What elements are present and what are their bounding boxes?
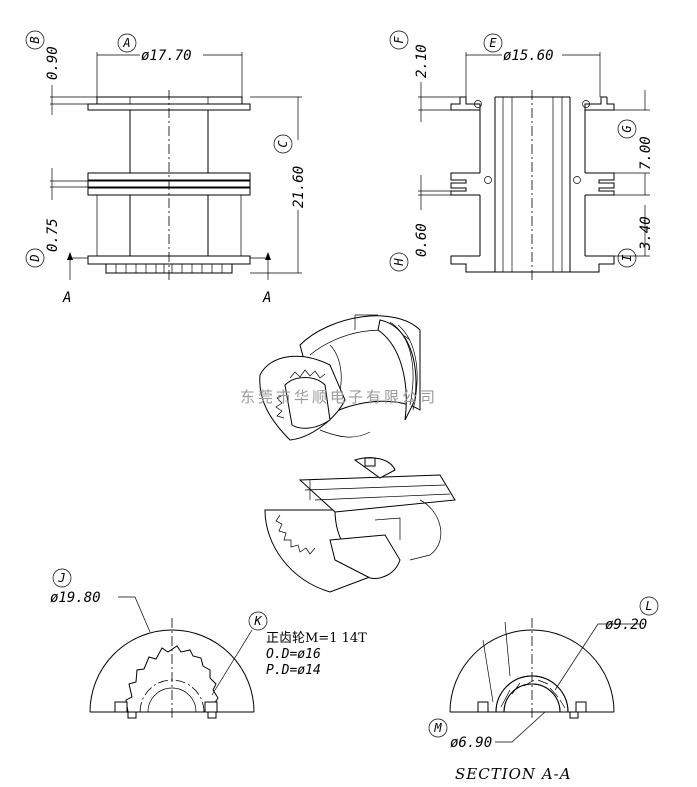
gear-dim-j: ø19.80 (50, 590, 101, 606)
gear-note-line2: O.D=ø16 (266, 647, 321, 662)
side-dim-e: ø15.60 (503, 48, 554, 64)
section-mark-left: A (62, 290, 71, 306)
section-mark-right: A (262, 290, 271, 306)
gear-label-k: K (253, 614, 262, 628)
side-dim-i: 3.40 (638, 216, 654, 251)
gear-note-line3: P.D=ø14 (266, 663, 321, 678)
isometric-upper-half (259, 314, 421, 441)
section-label-m: M (433, 721, 442, 735)
front-view: ø17.70 A 0.90 B 21.60 C 0.75 D A A (25, 30, 307, 306)
front-dim-b: 0.90 (45, 46, 61, 80)
section-dim-m: ø6.90 (450, 735, 492, 751)
front-label-d: D (28, 254, 42, 262)
side-label-e: E (489, 36, 497, 50)
front-dim-c: 21.60 (291, 166, 307, 208)
side-label-i: I (620, 254, 634, 261)
front-dim-d: 0.75 (45, 218, 61, 252)
section-title: SECTION A-A (455, 765, 572, 783)
section-label-l: L (645, 599, 652, 613)
side-view: ø15.60 E 2.10 F 7.00 G 0.60 H 3.40 I (389, 30, 654, 282)
side-dim-g: 7.00 (638, 136, 654, 170)
gear-note-line1: 正齿轮M=1 14T (266, 631, 367, 646)
section-a-a-view: L ø9.20 M ø6.90 SECTION A-A (428, 596, 659, 783)
side-label-h: H (392, 258, 406, 267)
front-dim-a: ø17.70 (141, 48, 192, 64)
section-dim-l: ø9.20 (605, 617, 647, 633)
isometric-lower-half (264, 457, 456, 593)
gear-label-j: J (57, 571, 65, 585)
gear-tooth-outline (125, 645, 219, 713)
front-label-b: B (28, 36, 42, 43)
front-label-c: C (276, 140, 290, 148)
side-dim-h: 0.60 (414, 223, 430, 257)
front-label-a: A (122, 36, 130, 50)
side-label-f: F (392, 36, 406, 44)
gear-end-view: J ø19.80 K 正齿轮M=1 14T O.D=ø16 P.D=ø14 (50, 568, 367, 720)
side-label-g: G (620, 125, 634, 132)
watermark: 东莞市华顺电子有限公司 (240, 388, 438, 406)
side-dim-f: 2.10 (414, 44, 430, 78)
